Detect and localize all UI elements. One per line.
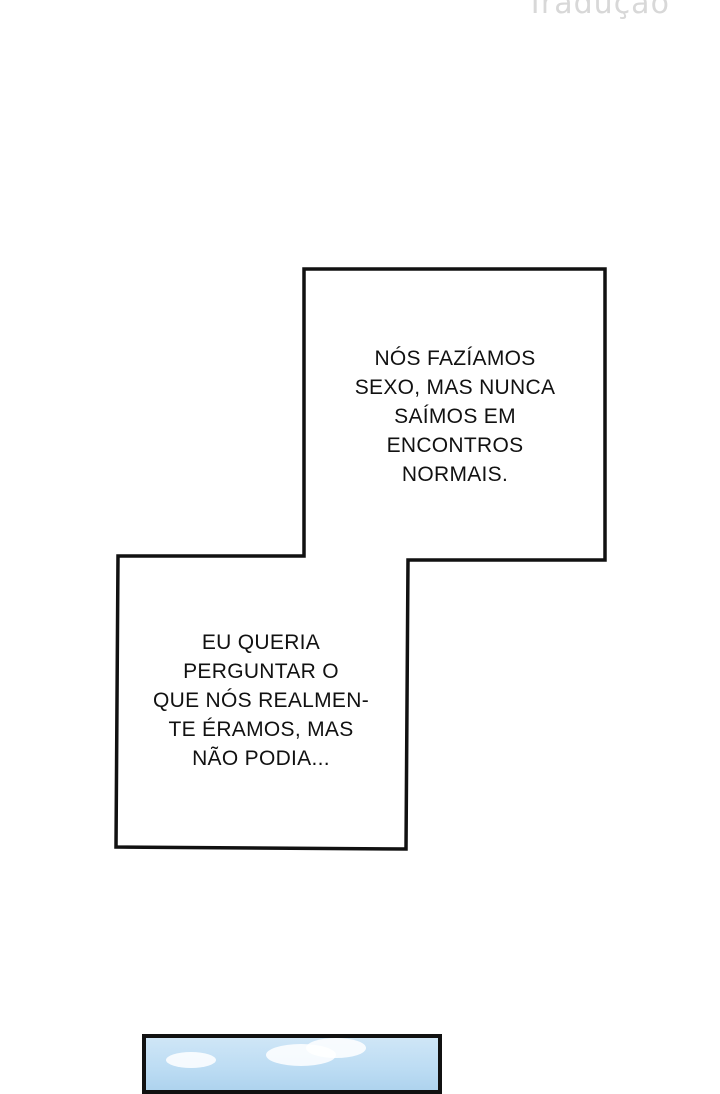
watermark-text: Tradução xyxy=(526,0,670,21)
caption-top: NÓS FAZÍAMOS SEXO, MAS NUNCA SAÍMOS EM E… xyxy=(354,347,556,486)
cloud xyxy=(166,1052,216,1068)
next-panel-sky xyxy=(142,1034,442,1094)
cloud xyxy=(306,1038,366,1058)
caption-bottom: EU QUERIA PERGUNTAR O QUE NÓS REALMEN- T… xyxy=(153,631,369,770)
